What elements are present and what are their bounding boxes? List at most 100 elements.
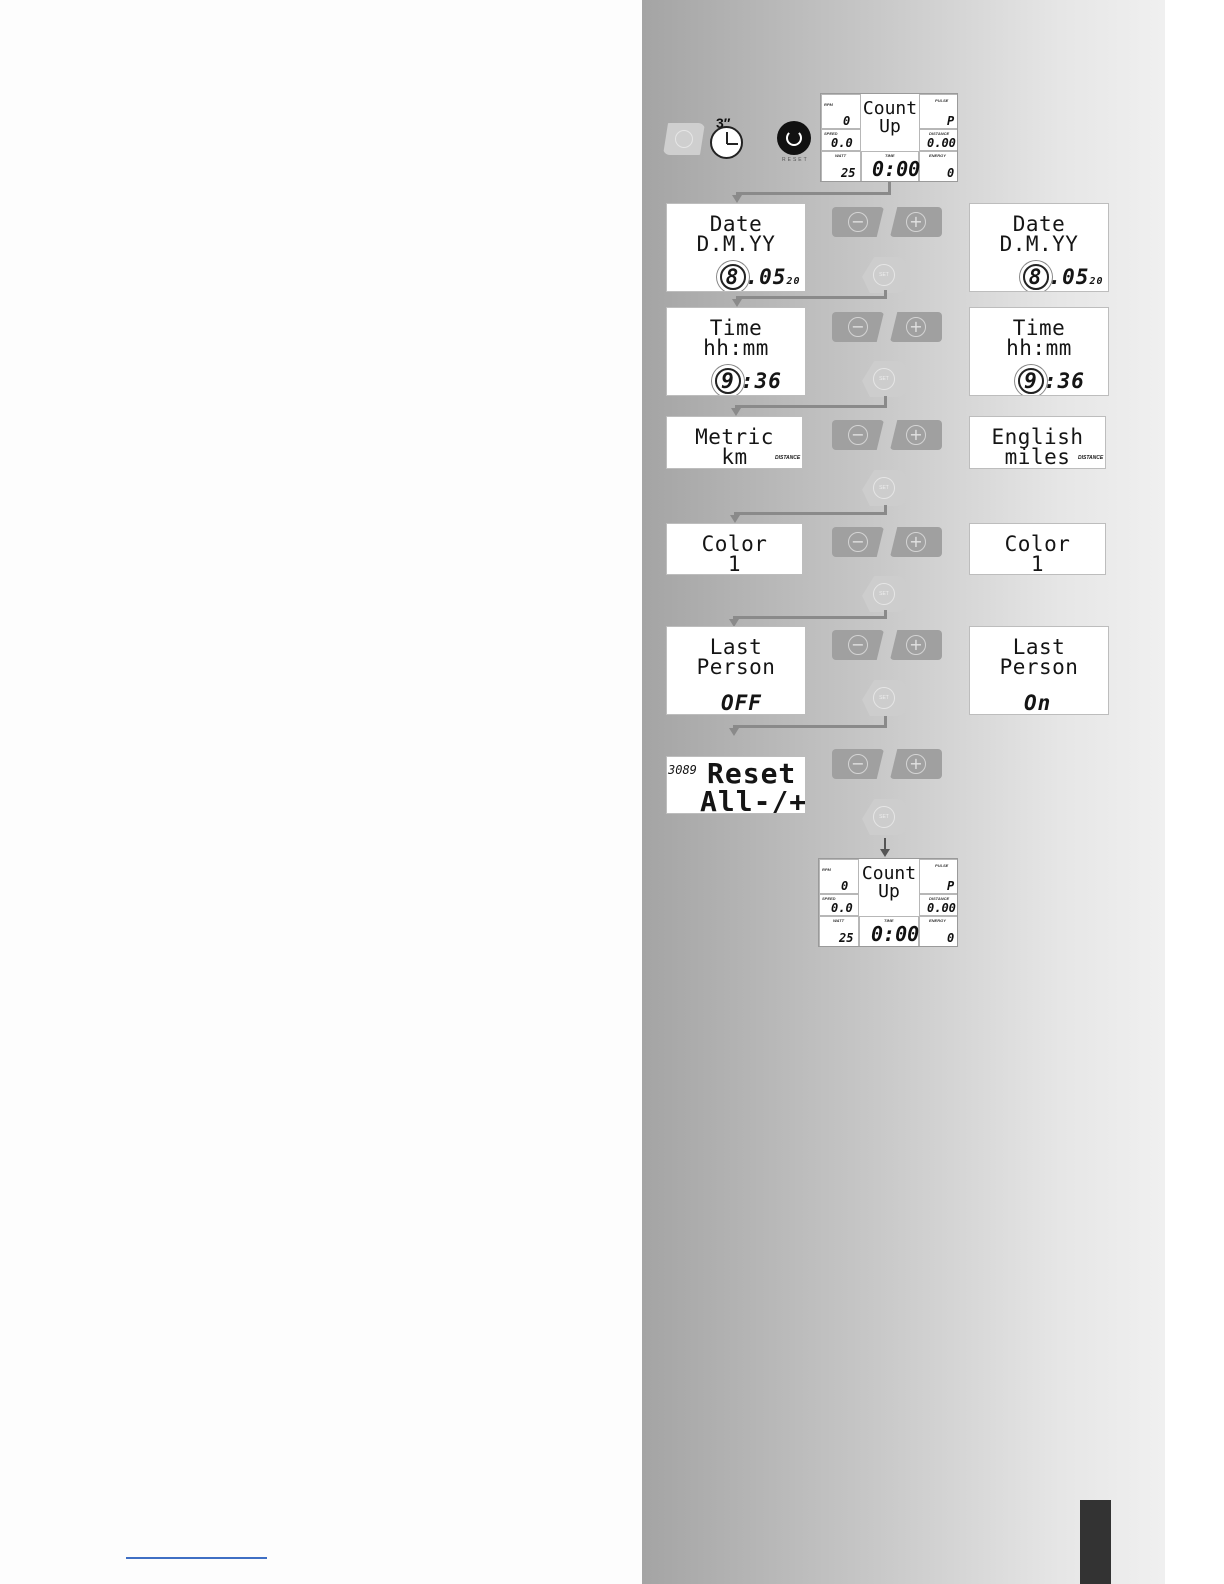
dash-cell-time	[859, 916, 919, 946]
set-ring-icon: SET	[873, 687, 895, 709]
minus-icon: −	[848, 754, 868, 774]
plus-icon: +	[906, 635, 926, 655]
dash-value-energy: 0	[947, 931, 955, 945]
dash-cell-energy	[919, 916, 957, 946]
minus-icon: −	[848, 425, 868, 445]
minus-icon: −	[848, 635, 868, 655]
plus-button[interactable]: +	[890, 207, 942, 237]
plus-button[interactable]: +	[890, 312, 942, 342]
minus-icon: −	[848, 317, 868, 337]
plus-icon: +	[906, 317, 926, 337]
page-tab	[1080, 1500, 1111, 1584]
dash-cell-speed	[821, 129, 861, 151]
blink-digit: 8	[1022, 264, 1049, 290]
reset-button[interactable]	[777, 121, 811, 155]
lcd-line1: Time	[1012, 316, 1066, 340]
dash-value-watt: 25	[841, 166, 856, 180]
dash-label-energy: ENERGY	[929, 918, 946, 923]
plus-icon: +	[906, 212, 926, 232]
lcd-line1: Date	[1012, 212, 1066, 236]
set-ring-icon: SET	[873, 806, 895, 828]
dash-cell-distance	[919, 129, 957, 151]
plus-button[interactable]: +	[890, 420, 942, 450]
blink-digit: 8	[719, 264, 746, 290]
left-page	[0, 0, 642, 1584]
dash-value-watt: 25	[839, 931, 854, 945]
minus-button[interactable]: −	[832, 749, 884, 779]
dash-label-time: TIME	[884, 918, 894, 923]
dash-label-watt: WATT	[835, 153, 847, 158]
dash-label-rpm: RPM	[822, 867, 831, 872]
set-button[interactable]: SET	[862, 470, 906, 506]
lcd-line2: 1	[727, 552, 742, 575]
set-button-start[interactable]	[663, 123, 705, 155]
lcd-units-left: Metric km DISTANCE	[666, 416, 803, 469]
lcd-value: 9:36	[1018, 368, 1085, 394]
flow-connector	[733, 725, 887, 728]
dash-value-speed: 0.0	[831, 901, 853, 915]
lcd-sub: 20 12	[786, 276, 801, 287]
lcd-line1: Color	[701, 532, 768, 556]
flow-connector	[736, 192, 891, 195]
flow-connector	[888, 182, 891, 195]
lcd-line2: miles	[1004, 445, 1071, 469]
lcd-line2: Person	[999, 655, 1079, 679]
dashboard-bottom: RPM PULSE SPEED DISTANCE WATT TIME ENERG…	[818, 858, 958, 947]
minus-button[interactable]: −	[832, 207, 884, 237]
lcd-time-left: Time hh:mm 9:36	[666, 307, 806, 396]
lcd-line2: D.M.YY	[696, 232, 776, 256]
minus-icon: −	[848, 212, 868, 232]
plus-button[interactable]: +	[890, 527, 942, 557]
lcd-line1: Last	[1012, 635, 1066, 659]
dash-mode-line2: Up	[879, 116, 901, 137]
dash-cell-watt	[819, 916, 859, 946]
dash-mode-line1: Count	[861, 863, 917, 884]
lcd-line2: hh:mm	[703, 336, 769, 360]
flow-connector	[884, 290, 887, 299]
dash-label-speed: SPEED	[824, 131, 838, 136]
lcd-color-right: Color 1	[969, 523, 1106, 575]
lcd-value-rest: :36	[741, 369, 782, 393]
plus-button[interactable]: +	[890, 630, 942, 660]
lcd-value: 8.0520 12	[1018, 264, 1108, 291]
dash-label-pulse: PULSE	[935, 98, 949, 103]
flow-connector	[734, 512, 887, 515]
lcd-value-rest: :36	[1044, 369, 1085, 393]
set-ring-icon: SET	[873, 583, 895, 605]
minus-icon: −	[848, 532, 868, 552]
footer-link-rule[interactable]	[126, 1557, 267, 1559]
dash-cell-speed	[819, 894, 859, 916]
dash-cell-energy	[919, 151, 957, 181]
plus-minus-buttons: − +	[832, 420, 942, 450]
lcd-tag: DISTANCE	[775, 455, 801, 461]
minus-button[interactable]: −	[832, 420, 884, 450]
lcd-value: OFF	[721, 691, 762, 715]
minus-button[interactable]: −	[832, 630, 884, 660]
lcd-value-rest: .05	[745, 265, 787, 289]
dash-cell-time	[861, 151, 919, 181]
lcd-value-rest: .05	[1048, 265, 1090, 289]
dash-label-pulse: PULSE	[935, 863, 949, 868]
flow-connector	[884, 396, 887, 408]
lcd-line2: km	[721, 445, 748, 469]
minus-button[interactable]: −	[832, 527, 884, 557]
dash-value-time: 0:00	[872, 157, 921, 181]
lcd-line1: Reset	[707, 757, 797, 790]
dash-value-pulse: P	[947, 114, 955, 128]
blink-digit: 9	[715, 368, 741, 394]
flow-connector	[733, 616, 887, 619]
clock-icon	[710, 126, 743, 159]
dash-cell-distance	[919, 894, 957, 916]
lcd-time-right: Time hh:mm 9:36	[969, 307, 1109, 396]
lcd-line2: hh:mm	[1006, 336, 1072, 360]
lcd-line1: Date	[709, 212, 763, 236]
flow-arrow-icon	[730, 515, 740, 523]
dash-value-rpm: 0	[841, 879, 849, 893]
plus-minus-buttons: − +	[832, 527, 942, 557]
minus-button[interactable]: −	[832, 312, 884, 342]
plus-icon: +	[906, 425, 926, 445]
dash-mode-line2: Up	[878, 881, 900, 902]
dash-value-energy: 0	[947, 166, 955, 180]
reset-label: RESET	[782, 157, 809, 163]
plus-button[interactable]: +	[890, 749, 942, 779]
